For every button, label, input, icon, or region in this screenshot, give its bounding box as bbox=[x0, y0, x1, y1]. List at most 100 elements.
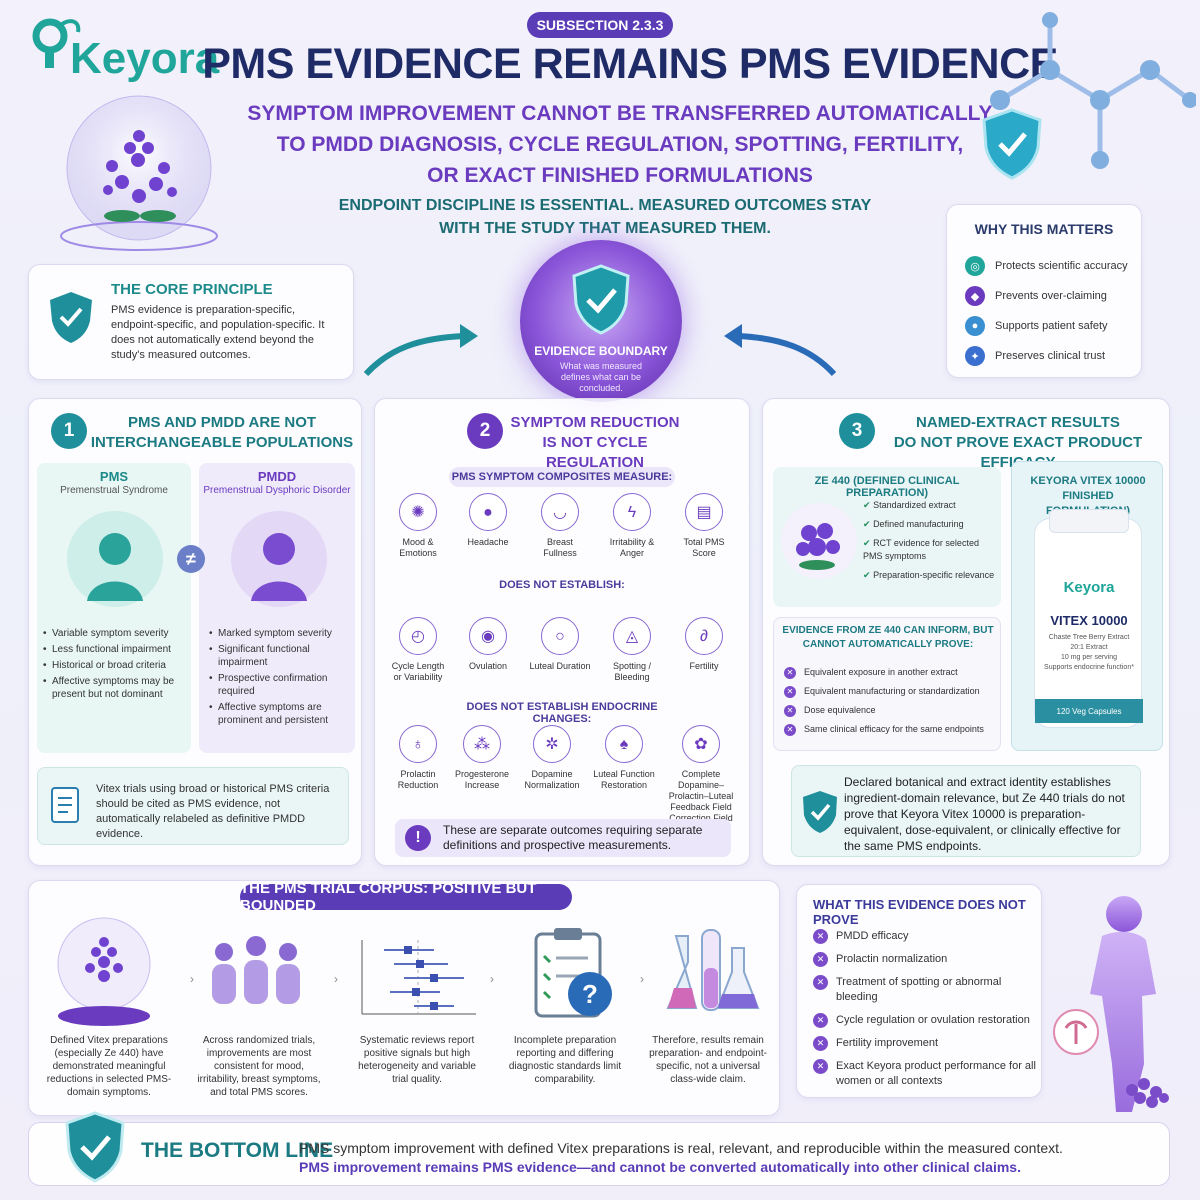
breast-icon: ◡ bbox=[541, 493, 579, 531]
feedback-icon: ✿ bbox=[682, 725, 720, 763]
bottom-line-emphasis: PMS improvement remains PMS evidence—and… bbox=[299, 1159, 1021, 1175]
shield-check-icon bbox=[572, 264, 630, 335]
not-establish-item: ○Luteal Duration bbox=[529, 617, 591, 672]
tagline: ENDPOINT DISCIPLINE IS ESSENTIAL. MEASUR… bbox=[338, 197, 872, 237]
ze440-title: ZE 440 (DEFINED CLINICAL PREPARATION) bbox=[814, 475, 960, 499]
subsection-badge: SUBSECTION 2.3.3 bbox=[527, 12, 673, 38]
why-this-matters-card: WHY THIS MATTERS ◎Protects scientific ac… bbox=[946, 204, 1142, 378]
clipboard-icon: ▤ bbox=[685, 493, 723, 531]
gland-icon: ♁ bbox=[399, 725, 437, 763]
handshake-icon: ✦ bbox=[965, 346, 985, 366]
svg-text:?: ? bbox=[582, 979, 598, 1009]
cycle-icon: ◴ bbox=[399, 617, 437, 655]
section-number: 3 bbox=[839, 413, 875, 449]
corpus-item: Systematic reviews report positive signa… bbox=[358, 1035, 476, 1085]
product-bottle: Keyora VITEX 10000 Chaste Tree Berry Ext… bbox=[1034, 509, 1143, 728]
not-establish-item: ◴Cycle Length or Variability bbox=[387, 617, 449, 683]
target-icon: ◎ bbox=[965, 256, 985, 276]
x-icon: ✕ bbox=[813, 1013, 828, 1028]
section-number: 1 bbox=[51, 413, 87, 449]
ze440-box: ZE 440 (DEFINED CLINICAL PREPARATION) ✔ … bbox=[773, 467, 1001, 607]
bottom-line-card: THE BOTTOM LINE PMS symptom improvement … bbox=[28, 1111, 1170, 1186]
brain-icon: ✺ bbox=[399, 493, 437, 531]
endocrine-item: ♁Prolactin Reduction bbox=[387, 725, 449, 791]
pms-bullets: Variable symptom severityLess functional… bbox=[43, 627, 187, 704]
core-principle-text: PMS evidence is preparation-specific, en… bbox=[111, 304, 325, 361]
endocrine-item: ⁂Progesterone Increase bbox=[451, 725, 513, 791]
endocrine-item: ♠Luteal Function Restoration bbox=[593, 725, 655, 791]
check-icon: ✔ bbox=[863, 500, 871, 510]
sec3-note-box: Declared botanical and extract identity … bbox=[791, 765, 1141, 857]
page-title: PMS EVIDENCE REMAINS PMS EVIDENCE bbox=[202, 40, 1058, 88]
neuron-icon: ✲ bbox=[533, 725, 571, 763]
why-item: ◆Prevents over-claiming bbox=[965, 281, 1128, 311]
brand-logo: Keyora bbox=[28, 14, 228, 84]
endocrine-item: ✲Dopamine Normalization bbox=[521, 725, 583, 791]
shield-check-icon bbox=[982, 108, 1042, 180]
bottle-name: VITEX 10000 bbox=[1050, 613, 1128, 628]
measure-item: ◡Breast Fullness bbox=[529, 493, 591, 559]
bottle-cap bbox=[1049, 509, 1129, 533]
evidence-boundary-orb: EVIDENCE BOUNDARY What was measured defi… bbox=[520, 240, 682, 402]
measure-item: ▤Total PMS Score bbox=[673, 493, 735, 559]
molecule-icon bbox=[990, 12, 1196, 169]
pms-heading: PMS bbox=[99, 469, 129, 484]
page-subtitle: SYMPTOM IMPROVEMENT CANNOT BE TRANSFERRE… bbox=[247, 102, 993, 187]
x-icon: ✕ bbox=[813, 952, 828, 967]
not-prove-item: ✕Cycle regulation or ovulation restorati… bbox=[813, 1013, 1039, 1028]
product-title: KEYORA VITEX 10000 FINISHED FORMULATION) bbox=[1030, 475, 1146, 517]
boundary-text: What was measured defines what can be co… bbox=[559, 361, 643, 393]
measures-label: PMS SYMPTOM COMPOSITES MEASURE: bbox=[449, 467, 675, 487]
check-icon: ✔ bbox=[863, 519, 871, 529]
lightning-icon: ϟ bbox=[613, 493, 651, 531]
bottle-count: 120 Veg Capsules bbox=[1035, 699, 1143, 723]
molecule-icon: ⁂ bbox=[463, 725, 501, 763]
check-icon: ✔ bbox=[863, 538, 871, 548]
sec1-note-text: Vitex trials using broad or historical P… bbox=[96, 783, 330, 840]
not-establish-item: ∂Fertility bbox=[673, 617, 735, 672]
arrow-left-icon bbox=[724, 324, 837, 377]
alert-icon: ! bbox=[405, 825, 431, 851]
female-anatomy-icon bbox=[1053, 896, 1169, 1112]
sperm-icon: ∂ bbox=[685, 617, 723, 655]
boundary-title: EVIDENCE BOUNDARY bbox=[534, 344, 668, 358]
core-principle-card: THE CORE PRINCIPLE PMS evidence is prepa… bbox=[28, 264, 354, 380]
why-item: ●Supports patient safety bbox=[965, 311, 1128, 341]
ze440-checks: ✔ Standardized extract ✔ Defined manufac… bbox=[863, 500, 995, 580]
not-establish-label: DOES NOT ESTABLISH: bbox=[499, 579, 625, 591]
inform-box: EVIDENCE FROM ZE 440 CAN INFORM, BUT CAN… bbox=[773, 617, 1001, 751]
people-group-icon bbox=[212, 936, 300, 1004]
core-principle-title: THE CORE PRINCIPLE bbox=[111, 281, 273, 298]
endocrine-item: ✿Complete Dopamine–Prolactin–Luteal Feed… bbox=[663, 725, 739, 824]
x-icon: ✕ bbox=[813, 1036, 828, 1051]
document-icon bbox=[51, 787, 79, 823]
pms-subheading: Premenstrual Syndrome bbox=[60, 485, 168, 496]
pmdd-bullets: Marked symptom severitySignificant funct… bbox=[209, 627, 353, 730]
not-prove-item: ✕Prolactin normalization bbox=[813, 952, 1039, 967]
not-prove-item: ✕Treatment of spotting or abnormal bleed… bbox=[813, 975, 1039, 1005]
why-item: ✦Preserves clinical trust bbox=[965, 341, 1128, 371]
sec2-note-text: These are separate outcomes requiring se… bbox=[443, 823, 703, 852]
corpus-item: Defined Vitex preparations (especially Z… bbox=[46, 1035, 172, 1098]
not-equal-icon: ≠ bbox=[177, 545, 205, 573]
sec2-note-box: ! These are separate outcomes requiring … bbox=[395, 819, 731, 857]
clipboard-question-icon: ? bbox=[534, 928, 612, 1018]
berries-icon bbox=[781, 503, 857, 579]
inform-list: ✕Equivalent exposure in another extract … bbox=[784, 666, 1000, 736]
corpus-item: Incomplete preparation reporting and dif… bbox=[508, 1035, 622, 1085]
bottom-line-text: PMS symptom improvement with defined Vit… bbox=[299, 1140, 1063, 1156]
shield-icon: ◆ bbox=[965, 286, 985, 306]
bottle-brand: Keyora bbox=[1063, 579, 1115, 596]
not-establish-item: ◬Spotting / Bleeding bbox=[601, 617, 663, 683]
not-prove-item: ✕PMDD efficacy bbox=[813, 929, 1039, 944]
why-title: WHY THIS MATTERS bbox=[974, 221, 1114, 237]
chevron-right-icon: › bbox=[490, 972, 494, 986]
trial-corpus-card bbox=[28, 880, 780, 1116]
